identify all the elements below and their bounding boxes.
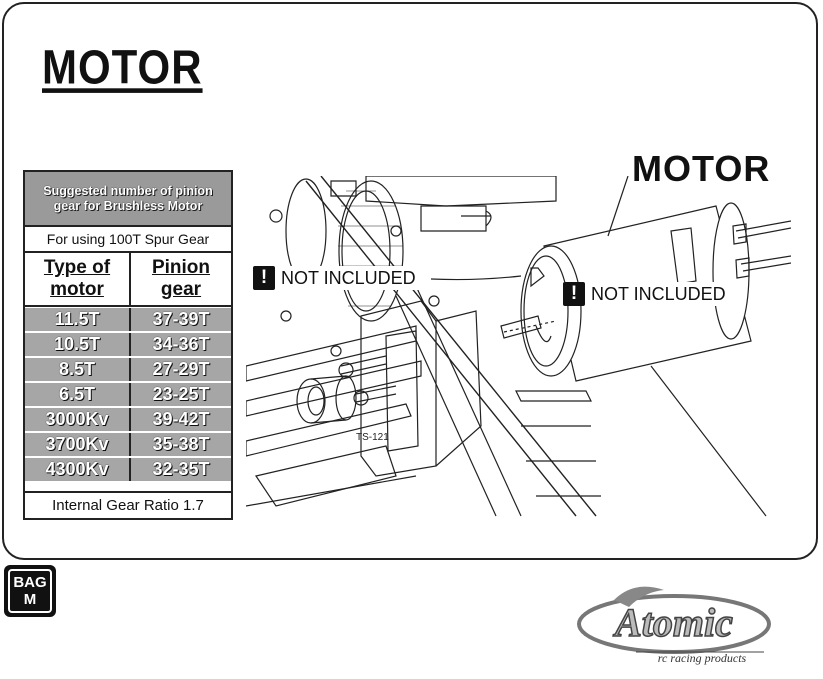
motor-callout-label: MOTOR — [632, 148, 771, 189]
not-included-text: NOT INCLUDED — [281, 267, 416, 288]
pinion-cell: 32-35T — [131, 458, 231, 481]
motor-cell: 10.5T — [25, 333, 131, 356]
warning-icon: ! — [563, 282, 585, 306]
not-included-text: NOT INCLUDED — [591, 283, 726, 304]
column-header-pinion-line2: gear — [160, 279, 202, 300]
not-included-notice: ! NOT INCLUDED — [253, 266, 419, 290]
table-row: 4300Kv 32-35T — [25, 457, 231, 482]
part-number-label: TS-121 — [356, 432, 389, 443]
table-heading: Suggested number of pinion gear for Brus… — [25, 172, 231, 227]
table-row: 8.5T 27-29T — [25, 357, 231, 382]
atomic-brand-logo: Atomic rc racing products — [577, 586, 771, 665]
pinion-cell: 34-36T — [131, 333, 231, 356]
pinion-cell: 23-25T — [131, 383, 231, 406]
page-title: MOTOR — [42, 40, 203, 95]
warning-icon: ! — [253, 266, 275, 290]
table-row: 3700Kv 35-38T — [25, 432, 231, 457]
pinion-cell: 27-29T — [131, 358, 231, 381]
column-header-motor-line1: Type of — [43, 257, 111, 278]
motor-cell: 11.5T — [25, 308, 131, 331]
motor-cell: 3700Kv — [25, 433, 131, 456]
brand-tagline: rc racing products — [658, 651, 747, 665]
bag-badge-frame: BAG M — [8, 569, 52, 613]
table-row: 6.5T 23-25T — [25, 382, 231, 407]
pinion-cell: 35-38T — [131, 433, 231, 456]
pinion-cell: 37-39T — [131, 308, 231, 331]
chassis-motor-illustration — [246, 176, 791, 517]
bag-letter: M — [23, 591, 37, 608]
table-row: 10.5T 34-36T — [25, 332, 231, 357]
table-subheading: For using 100T Spur Gear — [25, 227, 231, 253]
table-column-headers: Type of motor Pinion gear — [25, 253, 231, 307]
table-heading-line2: gear for Brushless Motor — [53, 198, 203, 213]
column-header-motor-line2: motor — [50, 279, 104, 300]
motor-cell: 3000Kv — [25, 408, 131, 431]
column-header-pinion: Pinion gear — [131, 253, 231, 305]
bag-label: BAG — [13, 574, 47, 591]
table-footer: Internal Gear Ratio 1.7 — [25, 491, 231, 518]
motor-cell: 4300Kv — [25, 458, 131, 481]
motor-cell: 6.5T — [25, 383, 131, 406]
pinion-cell: 39-42T — [131, 408, 231, 431]
brand-name: Atomic — [612, 600, 733, 645]
column-header-pinion-line1: Pinion — [151, 257, 211, 278]
table-row: 3000Kv 39-42T — [25, 407, 231, 432]
column-header-motor: Type of motor — [25, 253, 131, 305]
bag-badge: BAG M — [4, 565, 56, 617]
table-heading-line1: Suggested number of pinion — [43, 183, 213, 198]
pinion-gear-table: Suggested number of pinion gear for Brus… — [23, 170, 233, 520]
motor-cell: 8.5T — [25, 358, 131, 381]
not-included-notice: ! NOT INCLUDED — [563, 282, 729, 306]
table-row: 11.5T 37-39T — [25, 307, 231, 332]
